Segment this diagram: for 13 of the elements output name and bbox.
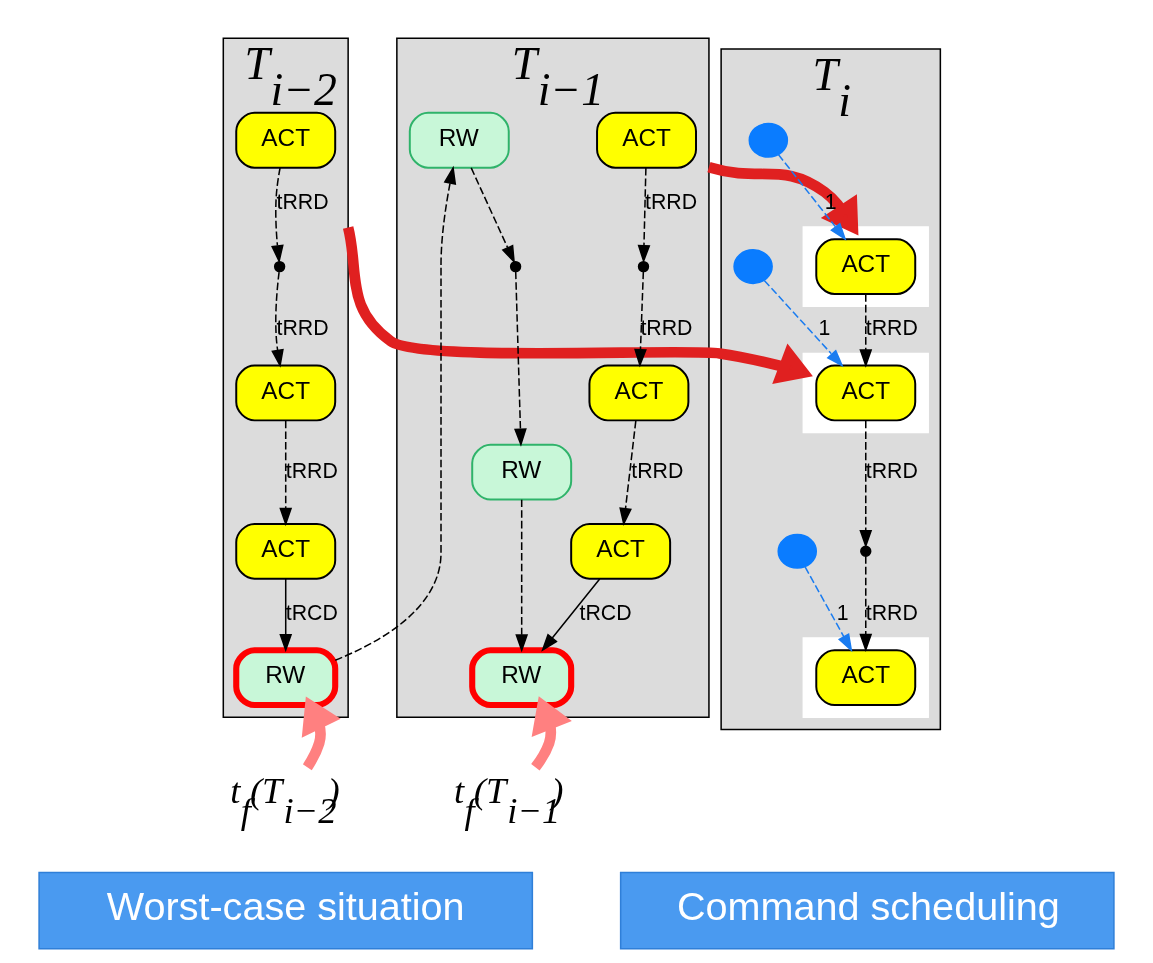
edge-label: tRRD xyxy=(865,458,918,483)
edge-label: tRRD xyxy=(276,190,329,215)
edge-label: tRRD xyxy=(640,316,693,341)
edge-label: tRRD xyxy=(645,190,698,215)
edge-label: tRCD xyxy=(579,601,632,626)
edge-label: tRRD xyxy=(276,316,329,341)
edge-label: tRRD xyxy=(865,316,918,341)
edge-label: tRRD xyxy=(631,458,684,483)
edge-label: 1 xyxy=(818,316,831,341)
edge-label: tRCD xyxy=(285,601,338,626)
edge-label: tRRD xyxy=(865,601,918,626)
edge-label: 1 xyxy=(836,601,849,626)
edge-label: tRRD xyxy=(285,458,338,483)
